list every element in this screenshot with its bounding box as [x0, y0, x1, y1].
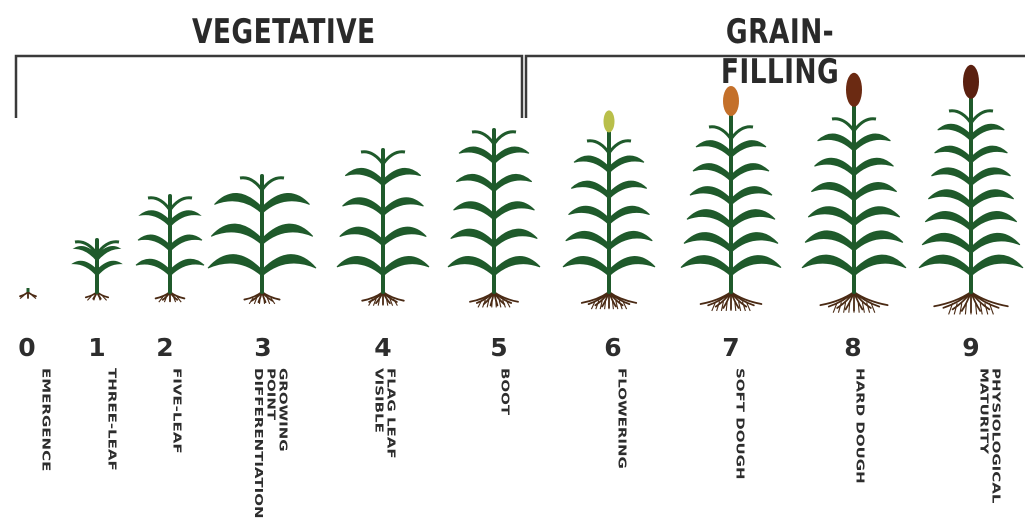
- plant-roots: [701, 292, 762, 311]
- plant-stage-9: [919, 65, 1023, 315]
- stage-number-0: 0: [12, 333, 42, 362]
- grain-head: [723, 86, 739, 116]
- grain-head: [604, 110, 615, 132]
- stage-name-9: PHYSIOLOGICAL MATURITY: [988, 368, 1002, 488]
- stage-name-0: EMERGENCE: [38, 368, 52, 488]
- stage-number-7: 7: [716, 333, 746, 362]
- stage-name-3: GROWING POINT DIFFERENTIATION: [275, 368, 289, 488]
- stage-name-5: BOOT: [497, 368, 511, 488]
- plant-stage-8: [802, 73, 906, 313]
- plant-illustrations: [0, 0, 1025, 330]
- stage-name-1: THREE-LEAF: [104, 368, 118, 488]
- plant-roots: [470, 292, 518, 307]
- plant-stage-0: [20, 288, 36, 299]
- stage-number-1: 1: [82, 333, 112, 362]
- stage-name-6: FLOWERING: [614, 368, 628, 488]
- plant-roots: [20, 292, 36, 299]
- plant-stage-3: [208, 176, 316, 304]
- stage-name-7: SOFT DOUGH: [732, 368, 746, 488]
- grain-head: [846, 73, 862, 107]
- stage-number-6: 6: [598, 333, 628, 362]
- stage-name-2: FIVE-LEAF: [169, 368, 183, 488]
- plant-roots: [820, 292, 887, 313]
- stage-name-8: HARD DOUGH: [852, 368, 866, 488]
- plant-stage-5: [448, 130, 540, 307]
- stage-number-3: 3: [248, 333, 278, 362]
- stage-number-8: 8: [838, 333, 868, 362]
- stage-name-4: FLAG LEAF VISIBLE: [383, 368, 397, 488]
- grain-head: [963, 65, 979, 99]
- plant-stage-4: [337, 150, 429, 306]
- plant-roots: [934, 292, 1008, 314]
- plant-stage-2: [136, 196, 204, 302]
- stage-number-2: 2: [150, 333, 180, 362]
- stage-number-9: 9: [956, 333, 986, 362]
- plant-roots: [362, 292, 404, 306]
- plant-stage-6: [563, 110, 655, 309]
- plant-stage-1: [73, 240, 121, 300]
- plant-stage-7: [681, 86, 781, 311]
- plant-roots: [582, 292, 636, 309]
- stage-number-5: 5: [484, 333, 514, 362]
- stage-number-4: 4: [368, 333, 398, 362]
